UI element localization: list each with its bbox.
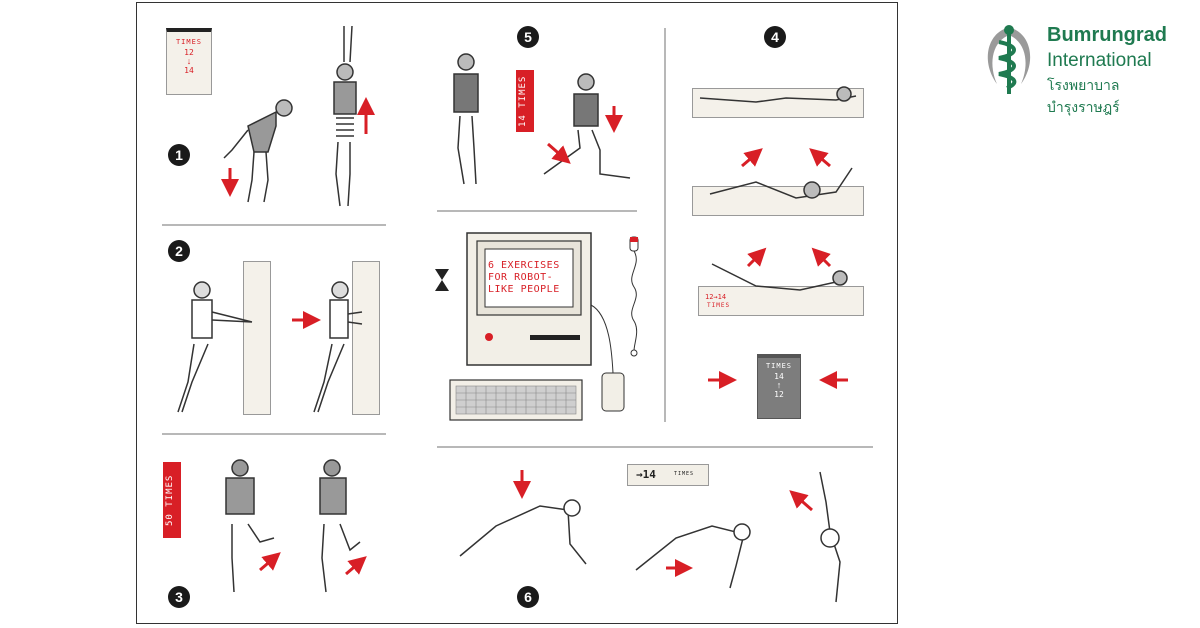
step-number-4: 4 xyxy=(764,26,786,48)
divider-line xyxy=(162,433,386,435)
hospital-logo: Bumrungrad International โรงพยาบาลบำรุงร… xyxy=(975,20,1185,116)
times-card-top: 12 xyxy=(184,48,194,57)
times-card-1: TIMES 12 ↓ 14 xyxy=(166,28,212,95)
times-tag-number: →14 xyxy=(636,468,656,481)
times-card-bottom: 14 xyxy=(184,66,194,75)
hourglass-icon xyxy=(435,269,449,291)
screen-line-3: LIKE PEOPLE xyxy=(488,284,560,295)
divider-line xyxy=(437,446,873,448)
times-card-label: TIMES xyxy=(175,38,203,46)
times-card-label: TIMES xyxy=(765,362,793,370)
caduceus-icon xyxy=(987,25,1031,94)
wall xyxy=(352,261,380,415)
times-card-arrow: ↑ xyxy=(776,380,782,390)
step-number-6: 6 xyxy=(517,586,539,608)
step-number-2: 2 xyxy=(168,240,190,262)
logo-thai-name: โรงพยาบาลบำรุงราษฎร์ xyxy=(1047,78,1120,116)
divider-line xyxy=(664,28,666,422)
computer-illustration xyxy=(449,232,639,421)
times-card-top: 14 xyxy=(774,372,784,381)
divider-line xyxy=(162,224,386,226)
logo-brand-name: Bumrungrad xyxy=(1047,24,1167,46)
mat-times-number: 12→14 xyxy=(705,293,727,301)
monitor-screen-text: 6 EXERCISES FOR ROBOT- LIKE PEOPLE xyxy=(488,260,568,296)
screen-line-2: FOR ROBOT- xyxy=(488,272,554,283)
step-number-5: 5 xyxy=(517,26,539,48)
screen-line-1: 6 EXERCISES xyxy=(488,260,560,271)
exercise-mat xyxy=(692,88,864,118)
logo-subtitle: International xyxy=(1047,50,1152,71)
step-number-3: 3 xyxy=(168,586,190,608)
mat-times-word: TIMES xyxy=(707,302,731,309)
times-card-4: TIMES 14 ↑ 12 xyxy=(757,354,801,419)
divider-line xyxy=(437,210,637,212)
times-card-bottom: 12 xyxy=(774,390,784,399)
exercise-mat: 12→14 TIMES xyxy=(698,286,864,316)
times-card-arrow: ↓ xyxy=(186,56,192,66)
times-tag-step6: →14 TIMES xyxy=(627,464,709,486)
wall xyxy=(243,261,271,415)
times-tag-word: TIMES xyxy=(674,471,695,477)
step-number-1: 1 xyxy=(168,144,190,166)
robot-figures xyxy=(177,25,857,603)
